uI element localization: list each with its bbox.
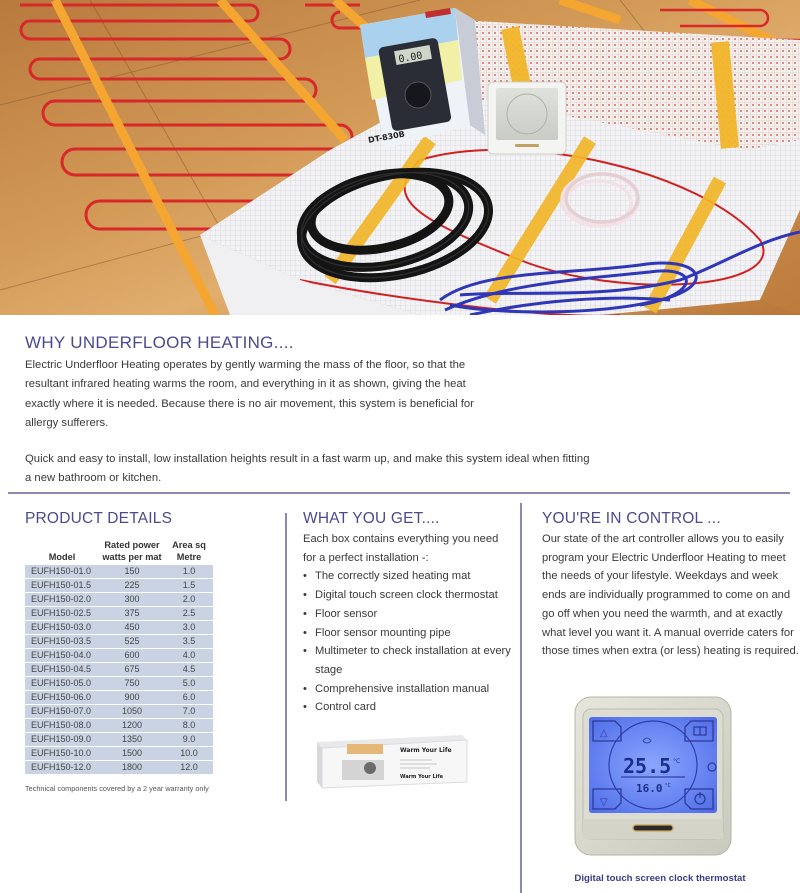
list-item: •Floor sensor mounting pipe [303, 624, 513, 643]
contents-list: •The correctly sized heating mat •Digita… [303, 567, 513, 717]
col-header-model: Model [48, 552, 76, 562]
column-divider-left [285, 513, 287, 801]
bullet-icon: • [303, 589, 307, 602]
list-item: •Digital touch screen clock thermostat [303, 586, 513, 605]
svg-text:Warm Your Life: Warm Your Life [400, 747, 452, 754]
bullet-icon: • [303, 701, 307, 714]
product-details-heading: PRODUCT DETAILS [25, 510, 173, 527]
svg-text:0.00: 0.00 [398, 50, 424, 65]
column-divider-right [520, 503, 522, 893]
bullet-icon: • [303, 570, 307, 583]
thermostat-image: △ ▽ 25.5 °C 16.0 °C [573, 695, 733, 857]
list-item: •Control card [303, 698, 513, 717]
list-item: •Multimeter to check installation at eve… [303, 642, 513, 679]
what-you-get-intro: Each box contains everything you need fo… [303, 533, 499, 564]
warranty-note: Technical components covered by a 2 year… [25, 784, 209, 793]
what-you-get-section: WHAT YOU GET.... Each box contains every… [303, 510, 513, 717]
bullet-icon: • [303, 626, 307, 639]
why-underfloor-section: WHY UNDERFLOOR HEATING.... Electric Unde… [25, 333, 625, 489]
hero-product-photo: 0.00 DT-830B [0, 0, 800, 315]
why-paragraph-2: Quick and easy to install, low installat… [25, 453, 590, 485]
what-you-get-heading: WHAT YOU GET.... [303, 510, 440, 527]
up-arrow-icon: △ [600, 728, 608, 739]
bullet-icon: • [303, 682, 307, 695]
why-heading: WHY UNDERFLOOR HEATING.... [25, 333, 294, 352]
down-arrow-icon: ▽ [600, 797, 608, 808]
product-box-image: Warm Your Life Warm Your Life [312, 730, 472, 790]
list-item: •Floor sensor [303, 605, 513, 624]
clock-icon [707, 762, 717, 772]
multimeter-box: 0.00 DT-830B [360, 8, 485, 148]
why-paragraph-1: Electric Underfloor Heating operates by … [25, 359, 474, 429]
bullet-icon: • [303, 645, 307, 658]
list-item: •Comprehensive installation manual [303, 680, 513, 699]
underfloor-kit-illustration: 0.00 DT-830B [0, 0, 800, 315]
thermostat-caption: Digital touch screen clock thermostat [574, 873, 746, 884]
svg-text:Warm Your Life: Warm Your Life [400, 774, 444, 780]
current-temperature: 25.5 [623, 754, 671, 778]
bullet-icon: • [303, 607, 307, 620]
svg-text:°C: °C [673, 758, 680, 765]
in-control-heading: YOU'RE IN CONTROL ... [542, 510, 721, 527]
in-control-section: YOU'RE IN CONTROL ... Our state of the a… [542, 510, 800, 661]
thermostat-product [487, 81, 567, 155]
in-control-body: Our state of the art controller allows y… [542, 533, 799, 658]
horizontal-divider [8, 492, 790, 494]
svg-text:°C: °C [665, 783, 672, 789]
list-item: •The correctly sized heating mat [303, 567, 513, 586]
set-temperature: 16.0 [636, 782, 663, 795]
